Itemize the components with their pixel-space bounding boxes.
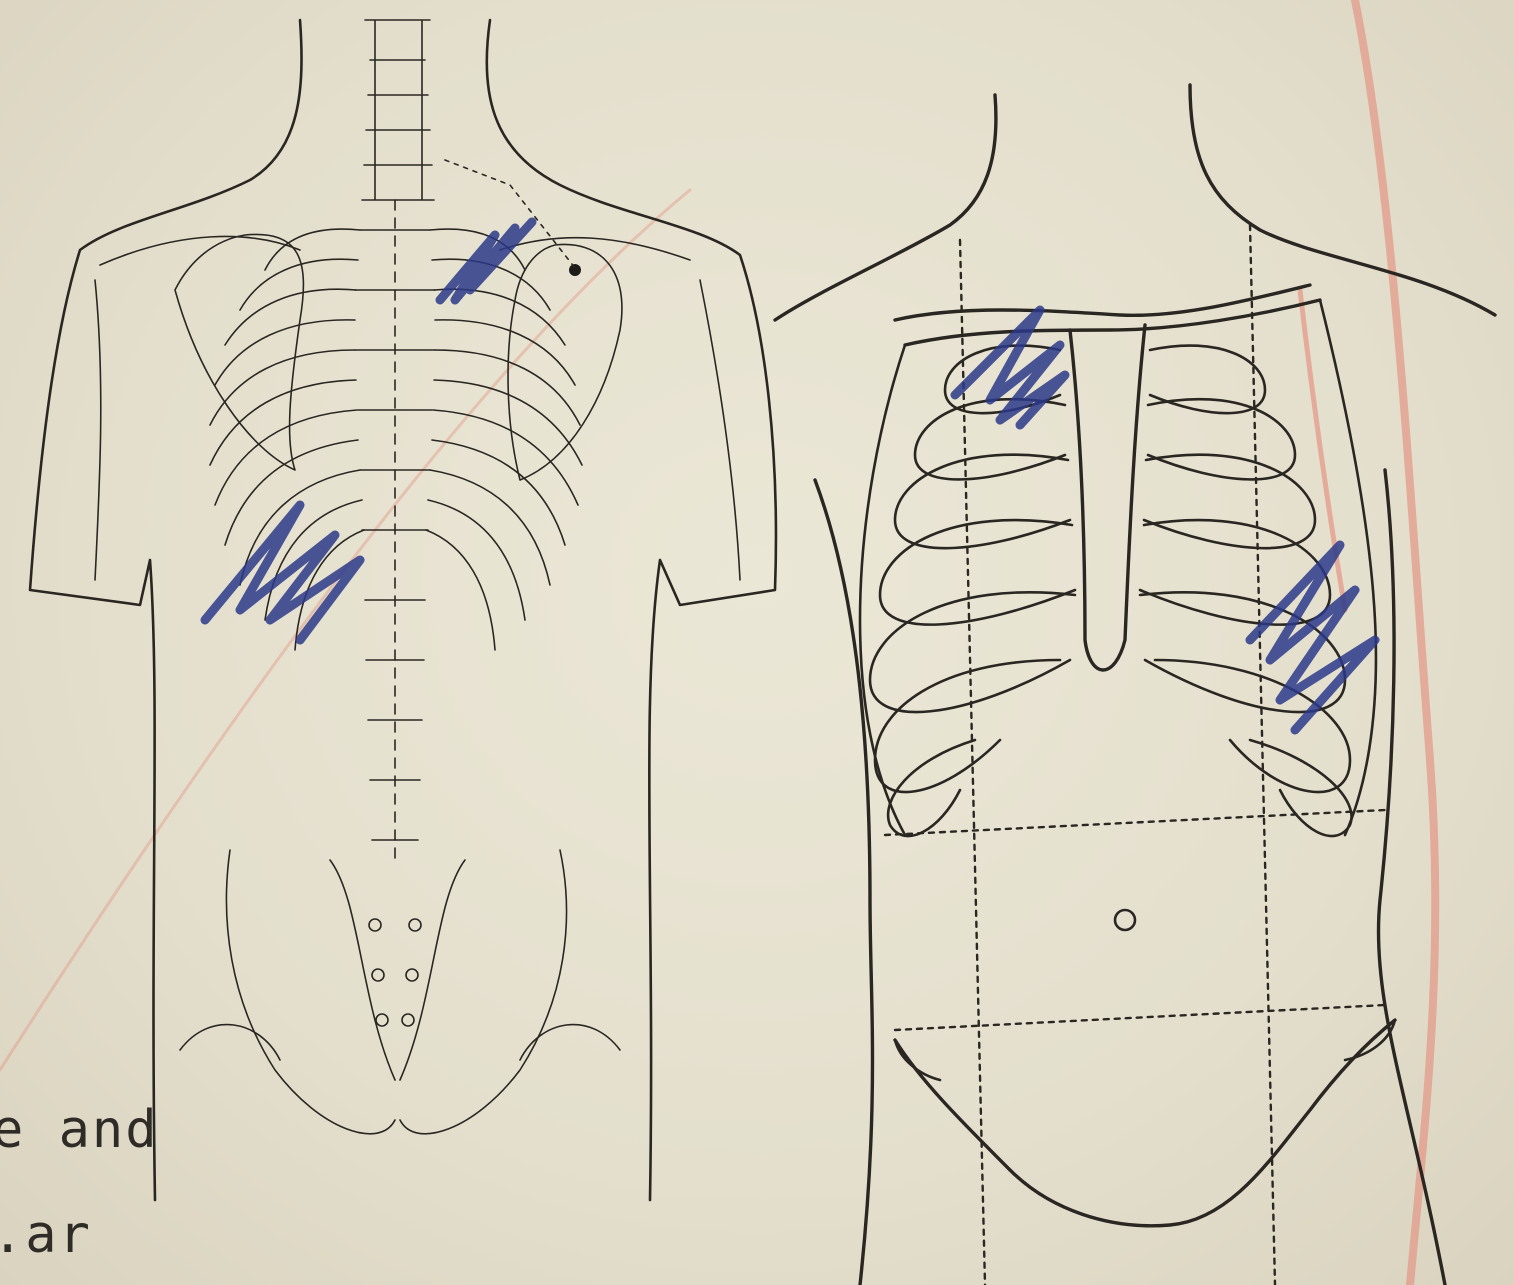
front-ribs-right	[1140, 346, 1352, 837]
back-right-silhouette	[487, 20, 776, 1200]
right-scapula	[508, 244, 622, 480]
navel	[1115, 910, 1135, 930]
front-neck-right	[1190, 85, 1495, 315]
back-view-figure	[30, 20, 776, 1200]
landmark-dot	[569, 264, 581, 276]
typed-text-line-1: e and	[0, 1100, 159, 1160]
groin-line	[895, 1020, 1395, 1226]
red-pencil-marks	[0, 0, 1435, 1285]
blue-marker-back	[205, 222, 532, 640]
pelvis	[226, 850, 566, 1134]
typed-text-line-2: .ar	[0, 1205, 92, 1265]
sacrum	[330, 860, 465, 1080]
back-left-silhouette	[30, 20, 302, 1200]
front-neck-left	[775, 95, 996, 320]
sternum	[1070, 325, 1145, 670]
front-torso-left	[815, 480, 873, 1285]
front-view-figure	[775, 85, 1495, 1285]
